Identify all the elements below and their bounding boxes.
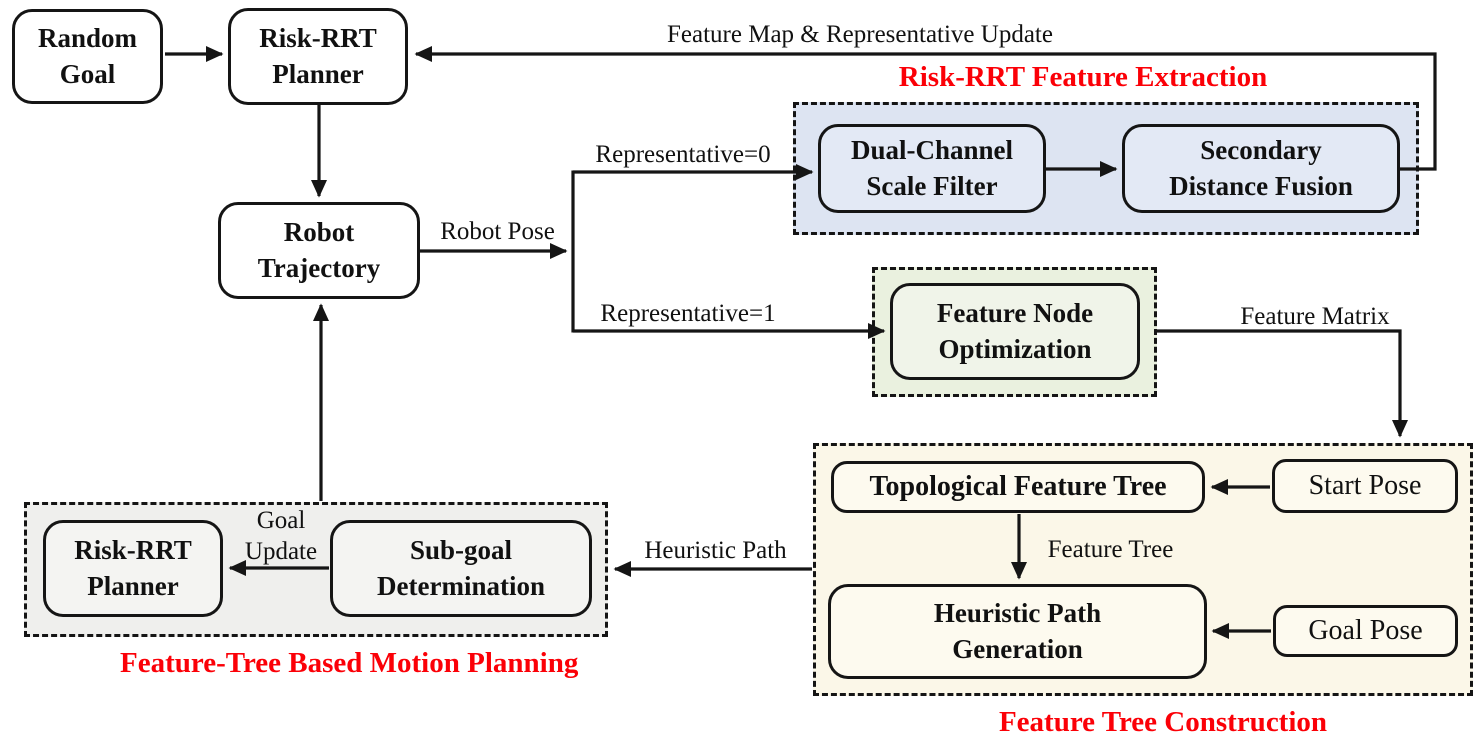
- node-risk-rrt-planner-top: Risk-RRT Planner: [228, 8, 408, 105]
- node-start-pose: Start Pose: [1272, 459, 1458, 513]
- label-heuristic-path: Heuristic Path: [644, 537, 787, 564]
- title-feature-tree-motion-planning: Feature-Tree Based Motion Planning: [120, 647, 579, 679]
- node-topological-feature-tree: Topological Feature Tree: [831, 461, 1205, 513]
- node-dual-channel-scale-filter: Dual-Channel Scale Filter: [818, 124, 1046, 213]
- node-secondary-distance-fusion: Secondary Distance Fusion: [1122, 124, 1400, 213]
- label-robot-pose: Robot Pose: [440, 218, 555, 245]
- label-goal-update: Goal Update: [244, 507, 318, 566]
- node-goal-pose: Goal Pose: [1273, 605, 1458, 657]
- label-representative-0: Representative=0: [595, 141, 771, 168]
- title-feature-tree-construction: Feature Tree Construction: [998, 706, 1328, 738]
- node-feature-node-optimization: Feature Node Optimization: [890, 283, 1140, 380]
- title-risk-rrt-feature-extraction: Risk-RRT Feature Extraction: [898, 61, 1268, 93]
- label-feature-matrix: Feature Matrix: [1240, 303, 1390, 330]
- node-robot-trajectory: Robot Trajectory: [218, 202, 420, 299]
- arrow-feature-matrix: [1157, 329, 1408, 438]
- node-random-goal: Random Goal: [12, 9, 163, 104]
- label-representative-1: Representative=1: [600, 300, 776, 327]
- node-heuristic-path-generation: Heuristic Path Generation: [828, 584, 1207, 679]
- label-feature-tree: Feature Tree: [1047, 536, 1174, 563]
- label-feature-map-update: Feature Map & Representative Update: [667, 21, 1053, 48]
- node-subgoal-determination: Sub-goal Determination: [330, 520, 592, 617]
- node-risk-rrt-planner-bottom: Risk-RRT Planner: [43, 520, 223, 617]
